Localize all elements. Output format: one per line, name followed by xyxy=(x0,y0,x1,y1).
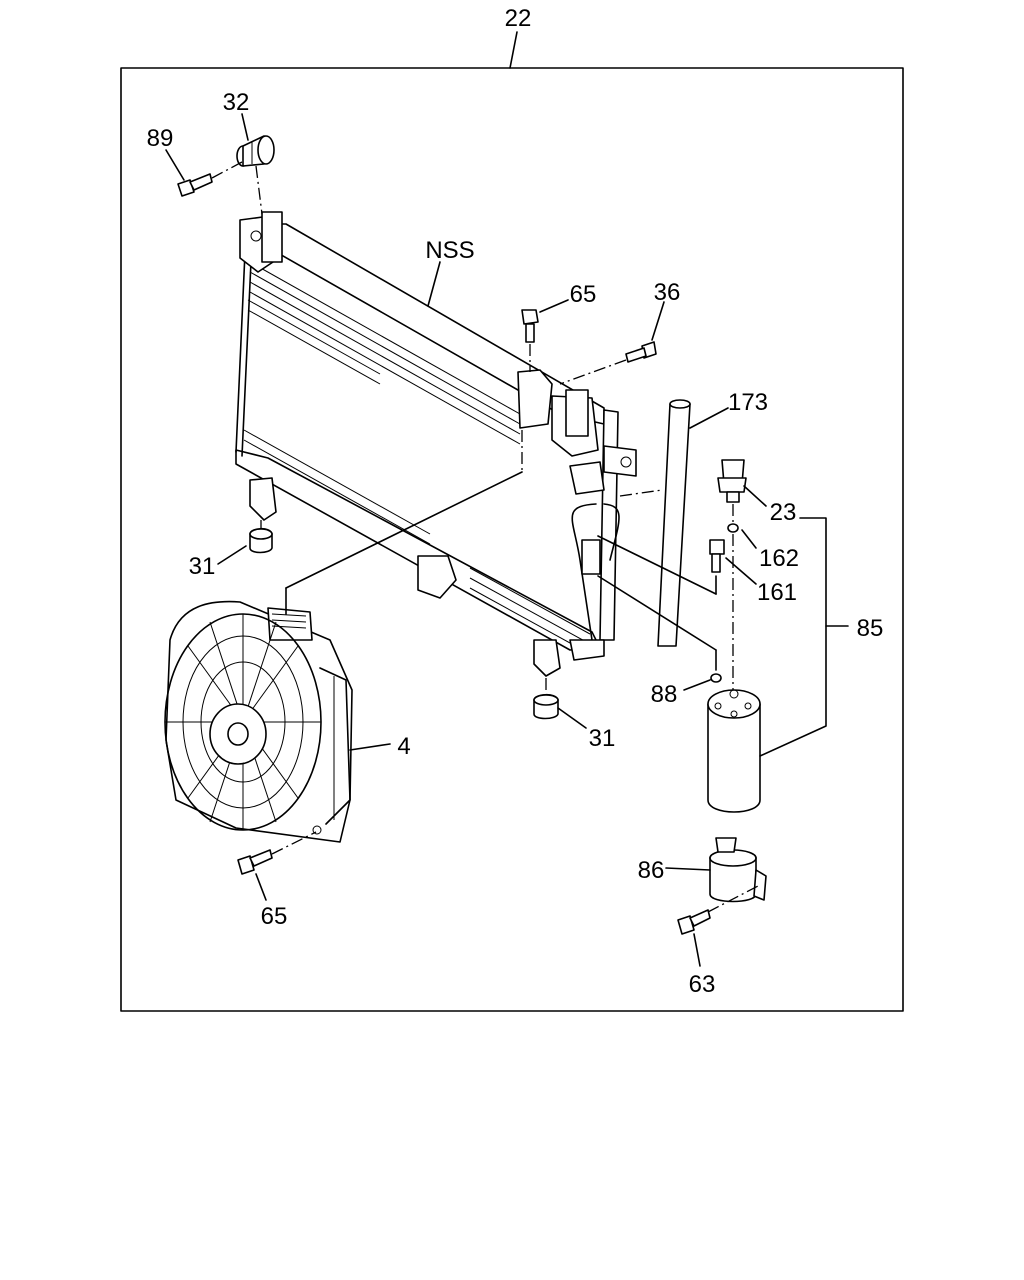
bracket-86 xyxy=(709,837,767,903)
label-161: 161 xyxy=(757,579,797,606)
bolt-89 xyxy=(177,173,213,197)
label-85: 85 xyxy=(857,615,884,642)
label-88: 88 xyxy=(651,681,678,708)
label-31-upper: 31 xyxy=(189,553,216,580)
label-31-lower: 31 xyxy=(589,725,616,752)
mount-31-lower xyxy=(533,693,559,720)
label-173: 173 xyxy=(728,389,768,416)
receiver-drier-85 xyxy=(707,689,761,813)
bolt-63 xyxy=(677,909,711,935)
leader-22 xyxy=(509,31,518,69)
bolt-161 xyxy=(709,539,725,573)
label-86: 86 xyxy=(638,857,665,884)
label-23: 23 xyxy=(770,499,797,526)
bolt-36 xyxy=(625,341,657,363)
label-36: 36 xyxy=(654,279,681,306)
condenser xyxy=(235,211,637,677)
bushing-32 xyxy=(236,135,275,167)
bolt-65-lower xyxy=(237,849,273,875)
bolt-65-upper xyxy=(521,309,539,343)
leader-lines xyxy=(165,113,849,967)
o-ring-88 xyxy=(710,673,722,683)
label-nss: NSS xyxy=(425,237,474,264)
fan-assembly xyxy=(164,600,353,843)
label-32: 32 xyxy=(223,89,250,116)
seal-strip-173 xyxy=(657,399,691,647)
label-22: 22 xyxy=(505,5,532,32)
diagram-frame xyxy=(120,67,904,1012)
label-63: 63 xyxy=(689,971,716,998)
label-89: 89 xyxy=(147,125,174,152)
pressure-switch-23 xyxy=(717,459,747,503)
mount-31-upper xyxy=(249,527,273,554)
o-ring-162 xyxy=(727,523,739,533)
label-4: 4 xyxy=(397,733,410,760)
label-65-upper: 65 xyxy=(570,281,597,308)
label-162: 162 xyxy=(759,545,799,572)
label-65-lower: 65 xyxy=(261,903,288,930)
